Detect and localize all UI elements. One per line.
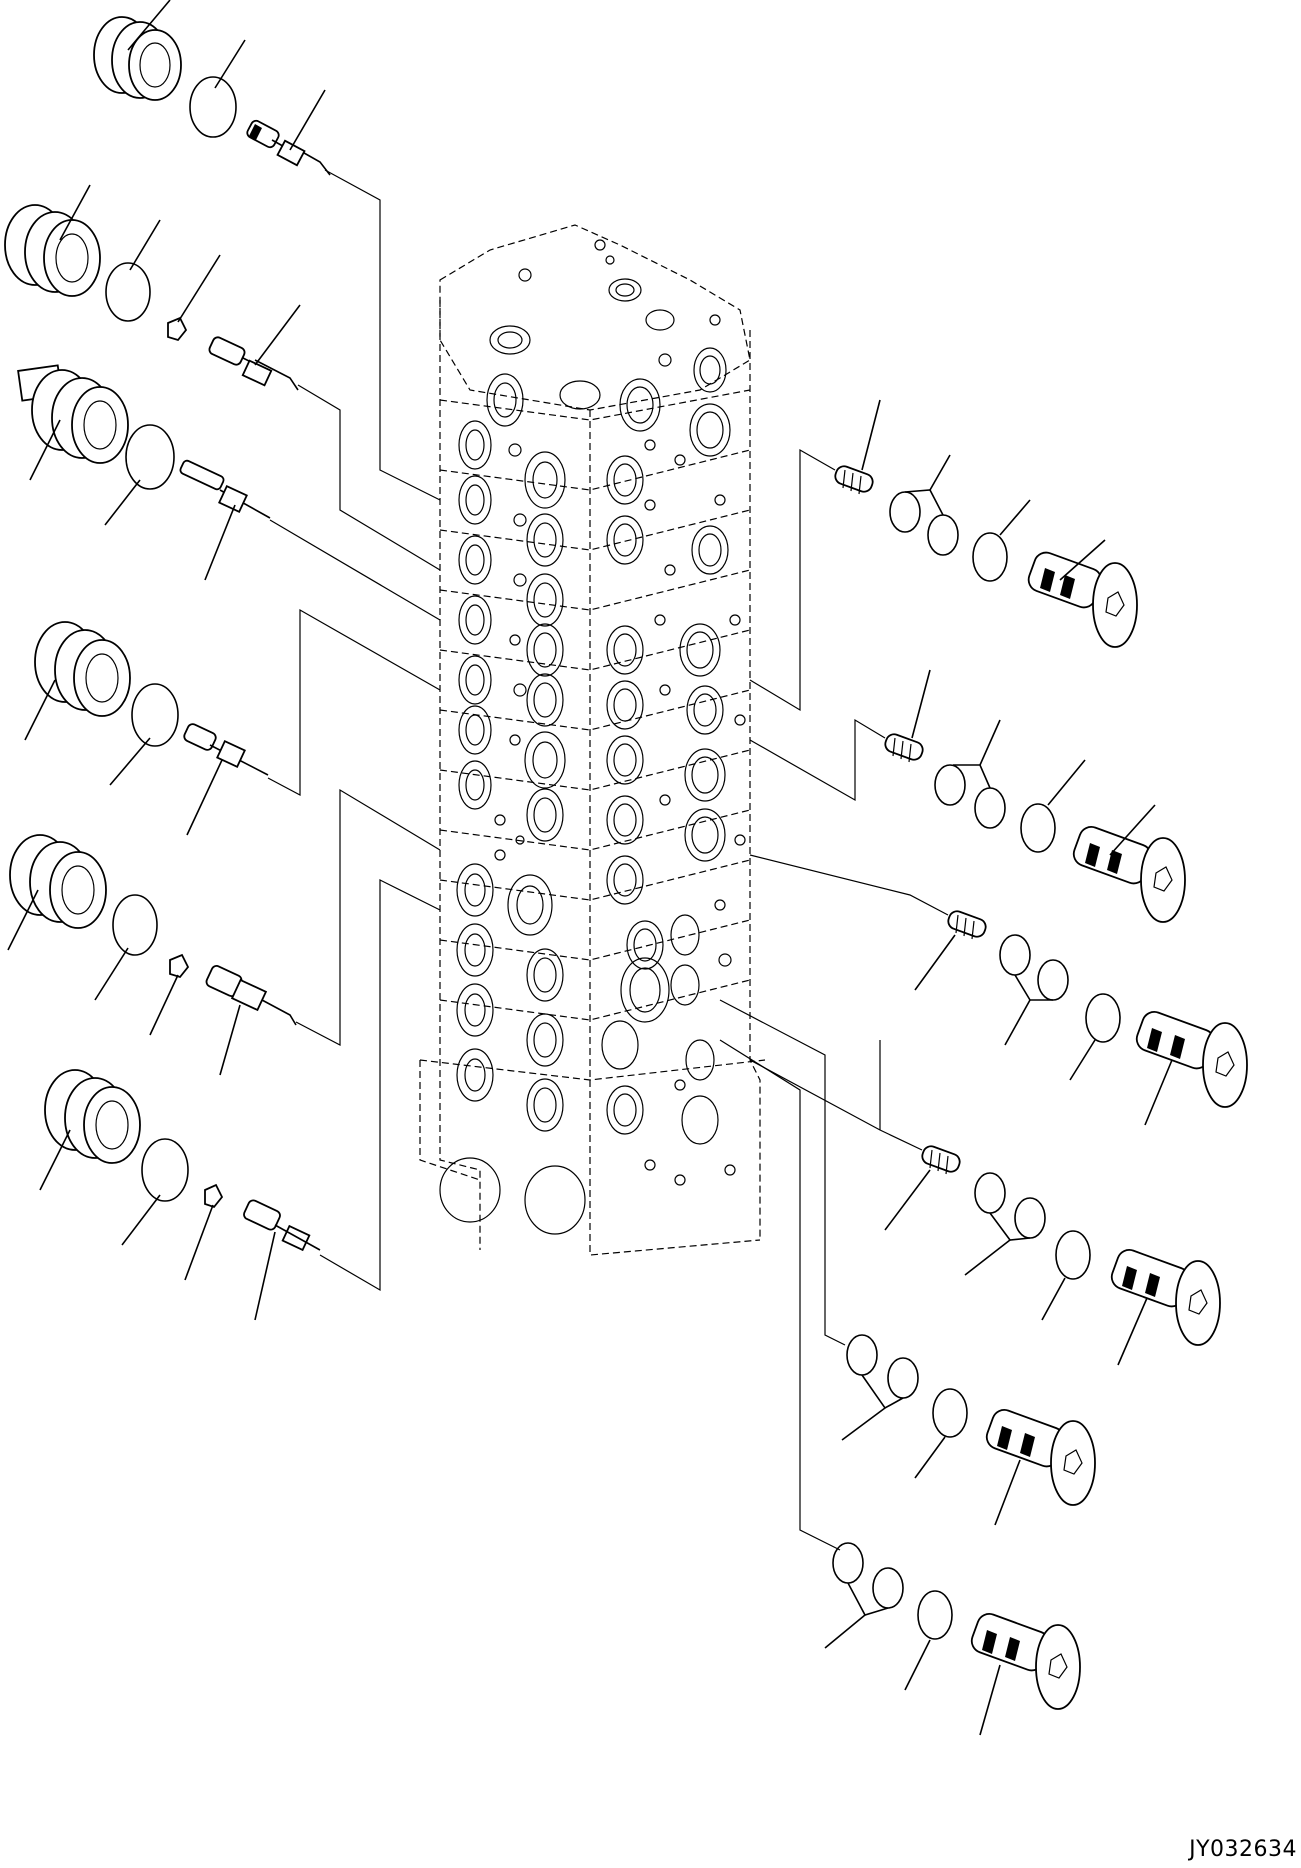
spool-icon <box>208 336 299 391</box>
o-ring-icon <box>125 424 175 490</box>
spring-icon <box>834 465 874 495</box>
backup-ring-icon <box>934 764 966 806</box>
spool-icon <box>183 723 269 776</box>
right-group-2 <box>749 669 1186 923</box>
check-valve-icon <box>167 316 188 342</box>
backup-ring-icon <box>846 1334 878 1376</box>
o-ring-icon <box>112 894 158 956</box>
left-group-1 <box>93 0 441 501</box>
backup-ring-icon <box>974 787 1006 829</box>
spool-icon <box>205 965 297 1026</box>
relief-valve-icon <box>1110 1249 1221 1346</box>
backup-ring-icon <box>1014 1197 1046 1239</box>
relief-valve-icon <box>1027 551 1138 648</box>
backup-ring-icon <box>1037 959 1069 1001</box>
backup-ring-icon <box>889 491 921 533</box>
plug-icon <box>44 1069 141 1164</box>
relief-valve-icon <box>970 1613 1081 1710</box>
spool-icon <box>179 459 271 519</box>
backup-ring-icon <box>927 514 959 556</box>
plug-icon <box>9 834 107 929</box>
plug-icon <box>17 364 129 464</box>
o-ring-icon <box>105 262 151 322</box>
o-ring-icon <box>917 1590 953 1640</box>
relief-valve-icon <box>985 1409 1096 1506</box>
right-group-3 <box>749 854 1248 1126</box>
backup-ring-icon <box>872 1567 904 1609</box>
drawing-reference-code: JY032634 <box>1189 1837 1297 1862</box>
o-ring-icon <box>1020 803 1056 853</box>
left-group-6 <box>39 879 441 1321</box>
right-group-1 <box>749 399 1138 712</box>
right-group-4 <box>749 1040 1221 1366</box>
left-group-4 <box>24 608 441 836</box>
right-group-6 <box>719 1039 1081 1736</box>
backup-ring-icon <box>999 934 1031 976</box>
o-ring-icon <box>189 76 237 138</box>
spool-icon <box>246 119 331 176</box>
plug-icon <box>34 621 131 717</box>
left-group-5 <box>7 788 441 1076</box>
spool-icon <box>243 1199 321 1252</box>
o-ring-icon <box>131 683 179 747</box>
spring-icon <box>884 733 924 763</box>
right-group-5 <box>719 999 1096 1526</box>
left-group-2 <box>4 184 441 571</box>
left-group-3 <box>17 364 441 621</box>
o-ring-icon <box>932 1388 968 1438</box>
plug-icon <box>93 16 182 101</box>
plug-icon <box>4 204 101 297</box>
check-valve-icon <box>169 953 190 979</box>
control-valve-body <box>419 224 766 1256</box>
relief-valve-icon <box>1072 826 1186 923</box>
relief-valve-icon <box>1135 1011 1248 1108</box>
o-ring-icon <box>972 532 1008 582</box>
o-ring-icon <box>141 1138 189 1202</box>
o-ring-icon <box>1055 1230 1091 1280</box>
spring-icon <box>921 1145 961 1175</box>
backup-ring-icon <box>974 1172 1006 1214</box>
backup-ring-icon <box>887 1357 919 1399</box>
check-valve-icon <box>204 1183 224 1209</box>
spring-icon <box>947 910 987 940</box>
o-ring-icon <box>1085 993 1121 1043</box>
